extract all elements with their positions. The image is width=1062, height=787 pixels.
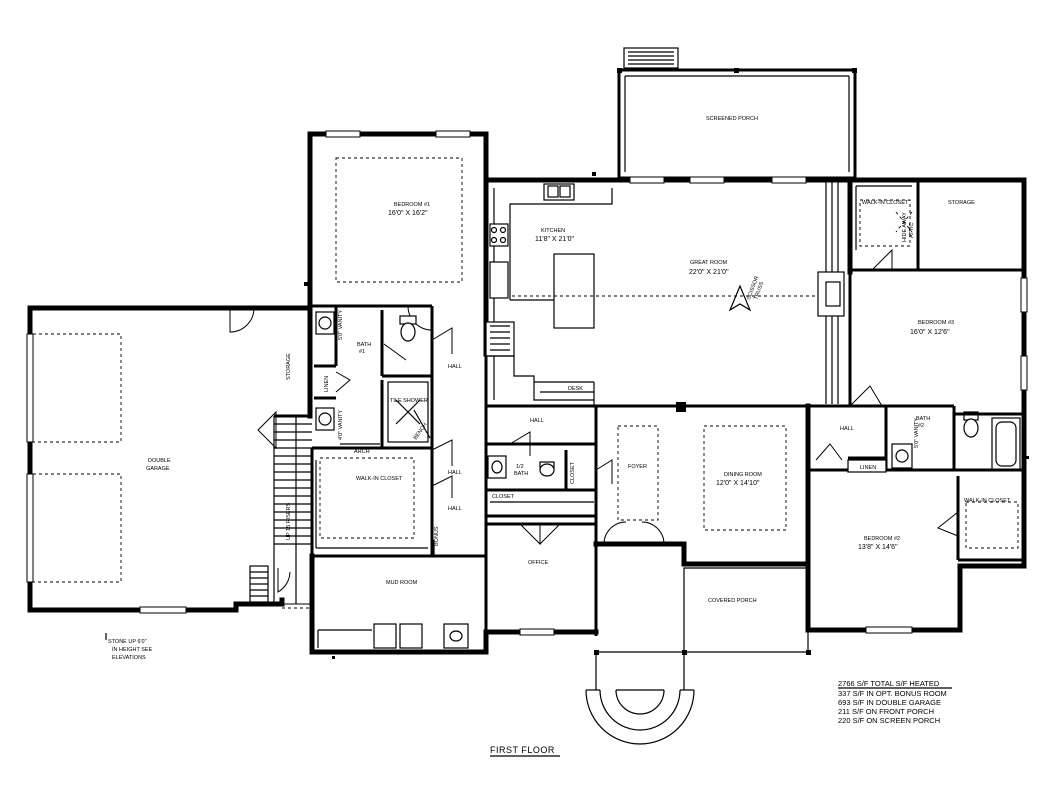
area-stats: 2766 S/F TOTAL S/F HEATED 337 S/F IN OPT… (838, 679, 952, 725)
bedroom2-label: BEDROOM #2 (864, 536, 900, 542)
tile-shower-label: TILE SHOWER (390, 398, 428, 404)
garage-label-1: DOUBLE (148, 458, 171, 464)
bath2-label-2: #2 (918, 423, 924, 429)
stat-line-5: 220 S/F ON SCREEN PORCH (838, 716, 940, 725)
closet-small-label: CLOSET (570, 461, 576, 484)
stat-line-2: 337 S/F IN OPT. BONUS ROOM (838, 689, 947, 698)
covered-porch-label: COVERED PORCH (708, 598, 757, 604)
storage-top-label: STORAGE (948, 200, 975, 206)
half-bath-area (486, 406, 613, 542)
hide-away-label-2: ATTIC (909, 222, 915, 238)
great-room-dim: 22'0" X 21'0" (689, 269, 729, 276)
stone-note: STONE UP 6'0" IN HEIGHT SEE ELEVATIONS (105, 633, 153, 661)
center-halls (430, 354, 488, 636)
screened-porch (617, 47, 857, 180)
bedroom3-label: BEDROOM #3 (918, 320, 954, 326)
half-bath-label-2: BATH (514, 471, 528, 477)
stat-line-3: 693 S/F IN DOUBLE GARAGE (838, 698, 941, 707)
hall-e-label: HALL (840, 426, 854, 432)
vanity3-label: 5'0" VANITY (914, 418, 920, 448)
stone-note-1: STONE UP 6'0" (108, 639, 147, 645)
bath1-label-2: #1 (359, 349, 365, 355)
hall-b-label: HALL (448, 470, 462, 476)
half-bath-label-1: 1/2 (516, 464, 524, 470)
dining-dim: 12'0" X 14'10" (716, 480, 760, 487)
vanity2-label: 4'0" VANITY (338, 410, 344, 440)
office-label: OFFICE (528, 560, 548, 566)
walk-in-closet-mid (310, 448, 434, 558)
kitchen-great-room (483, 176, 853, 412)
hide-away-label-1: HIDE AWAY (902, 212, 908, 242)
stat-line-4: 211 S/F ON FRONT PORCH (838, 707, 934, 716)
desk-label: DESK (568, 386, 583, 392)
bedroom-1 (307, 130, 489, 419)
arch-label: ARCH (354, 449, 370, 455)
bath1-label-1: BATH (357, 342, 371, 348)
mud-room (282, 553, 489, 655)
stone-note-2: IN HEIGHT SEE (112, 647, 153, 653)
bedroom1-dim: 16'0" X 16'2" (388, 210, 428, 217)
stat-line-1: 2766 S/F TOTAL S/F HEATED (838, 679, 940, 688)
bedroom3-dim: 16'0" X 12'6" (910, 329, 950, 336)
bath2-label-1: BATH (916, 416, 930, 422)
bedroom1-label: BEDROOM #1 (394, 202, 430, 208)
kitchen-label: KITCHEN (541, 228, 565, 234)
title-block: FIRST FLOOR (490, 745, 560, 757)
office (483, 522, 599, 636)
hall-d-label: HALL (530, 418, 544, 424)
storage-left-label: STORAGE (286, 353, 292, 380)
stone-note-3: ELEVATIONS (112, 655, 146, 661)
vanity1-label: 5'0" VANITY (338, 310, 344, 340)
stairs (249, 410, 312, 604)
great-room-label: GREAT ROOM (690, 260, 727, 266)
drawing-title: FIRST FLOOR (490, 745, 555, 755)
dining-label: DINING ROOM (724, 472, 762, 478)
mud-room-label: MUD ROOM (386, 580, 418, 586)
wic-mid-label: WALK-IN CLOSET (356, 476, 403, 482)
bath-2-area (806, 406, 1024, 473)
hall-a-label: HALL (448, 364, 462, 370)
linen-left-label: LINEN (324, 376, 330, 392)
bedroom2-dim: 13'8" X 14'6" (858, 544, 898, 551)
wic-right-label: WALK-IN CLOSET (964, 498, 1011, 504)
hall-c-label: HALL (448, 506, 462, 512)
wic-top-label: WALK-IN CLOSET (862, 200, 909, 206)
foyer-label: FOYER (628, 464, 647, 470)
bedroom-2 (805, 411, 1027, 634)
garage (26, 305, 313, 614)
closet-lower-label: CLOSET (492, 494, 515, 500)
kitchen-dim: 11'8" X 21'0" (535, 236, 575, 243)
right-wing-top (847, 177, 1028, 417)
screened-porch-label: SCREENED PORCH (706, 116, 758, 122)
covered-porch (585, 544, 811, 745)
foyer-dining (593, 403, 811, 567)
garage-label-2: GARAGE (146, 466, 170, 472)
linen-right-label: LINEN (860, 465, 876, 471)
up-stairs-label: UP 15 RISERS (286, 502, 292, 540)
bonus-label: BONUS (434, 526, 440, 546)
